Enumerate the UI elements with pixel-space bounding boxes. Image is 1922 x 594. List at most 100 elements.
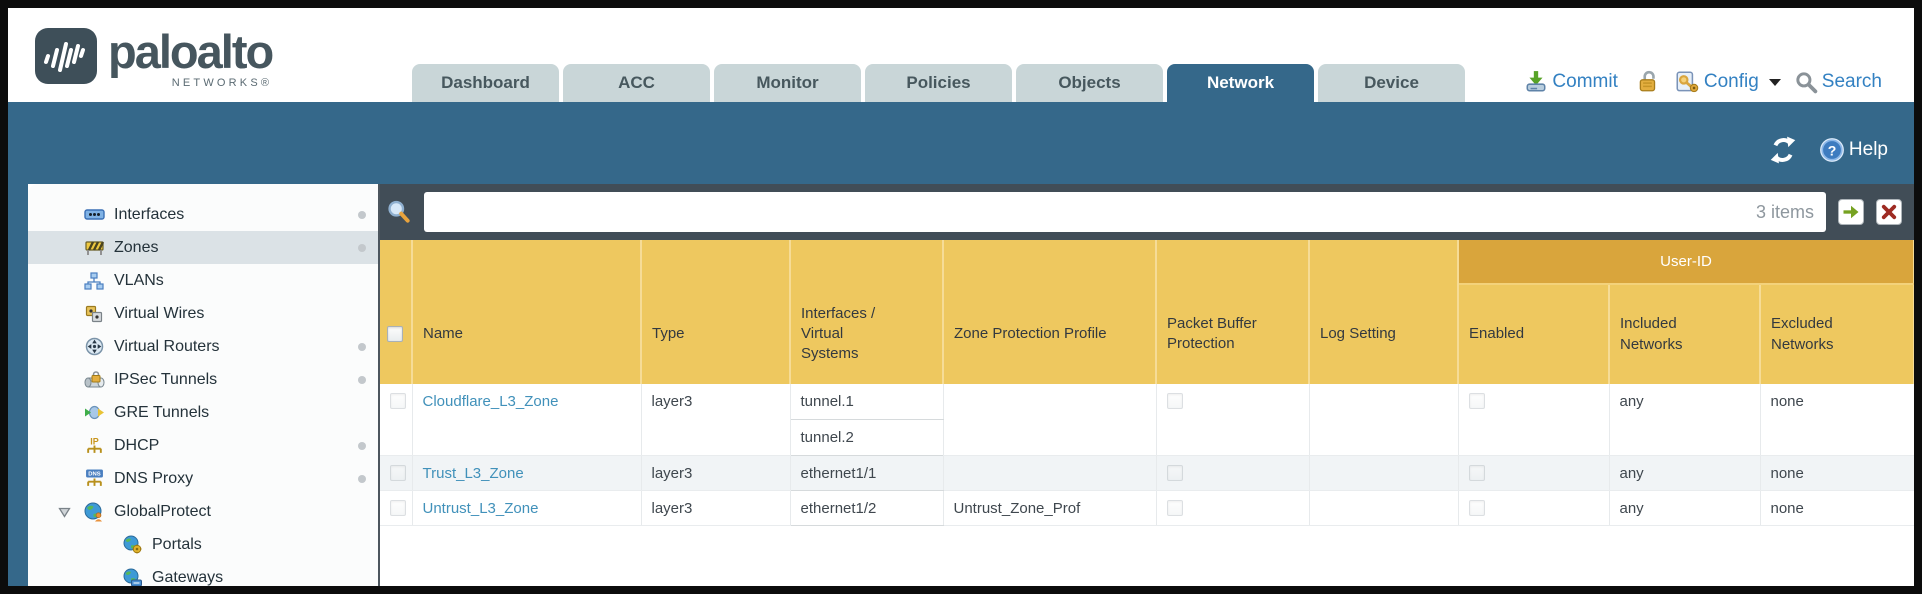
sidebar-item-label: DNS Proxy (114, 469, 194, 487)
sidebar-item-label: Virtual Routers (114, 337, 220, 355)
tab-policies[interactable]: Policies (865, 64, 1012, 102)
config-menu-button[interactable]: Config (1674, 70, 1781, 94)
zone-protection-profile-cell (943, 384, 1157, 456)
dns-proxy-icon: DNS (82, 469, 106, 488)
apply-filter-button[interactable] (1838, 199, 1864, 225)
zone-type-cell: layer3 (641, 455, 791, 491)
packet-buffer-checkbox[interactable] (1166, 499, 1183, 516)
zone-name-link[interactable]: Trust_L3_Zone (422, 464, 524, 482)
sidebar-item-globalprotect[interactable]: GlobalProtect (28, 495, 378, 528)
tab-acc[interactable]: ACC (563, 64, 710, 102)
col-header-interfaces[interactable]: Interfaces / Virtual Systems (790, 284, 944, 384)
search-icon (1796, 71, 1818, 93)
sidebar-item-interfaces[interactable]: Interfaces (28, 198, 378, 231)
log-setting-cell (1309, 490, 1459, 526)
tab-network[interactable]: Network (1167, 64, 1314, 102)
sidebar-item-ipsec-tunnels[interactable]: IPSec Tunnels (28, 363, 378, 396)
col-header-excluded-networks[interactable]: Excluded Networks (1760, 284, 1914, 384)
status-dot (358, 474, 366, 483)
status-dot (358, 375, 366, 384)
brand-subtitle: NETWORKS® (171, 77, 273, 89)
zone-name-link[interactable]: Untrust_L3_Zone (422, 499, 539, 517)
user-id-enabled-checkbox[interactable] (1468, 499, 1485, 516)
svg-text:?: ? (1828, 142, 1837, 158)
col-header-enabled[interactable]: Enabled (1458, 284, 1610, 384)
tab-dashboard[interactable]: Dashboard (412, 64, 559, 102)
network-sidebar: Interfaces Zones VLANs Vir (28, 184, 378, 586)
gre-tunnels-icon (82, 405, 106, 420)
sidebar-item-gre-tunnels[interactable]: GRE Tunnels (28, 396, 378, 429)
expand-triangle-icon[interactable] (58, 505, 71, 523)
refresh-icon[interactable] (1769, 136, 1797, 164)
clear-filter-button[interactable] (1876, 199, 1902, 225)
sidebar-item-gateways[interactable]: Gateways (28, 561, 378, 586)
sidebar-item-portals[interactable]: Portals (28, 528, 378, 561)
tab-device[interactable]: Device (1318, 64, 1465, 102)
sidebar-item-label: DHCP (114, 436, 160, 454)
filter-input[interactable] (436, 202, 1756, 222)
help-icon: ? (1820, 138, 1844, 162)
sidebar-item-label: Virtual Wires (114, 304, 205, 322)
dhcp-icon: IP (82, 436, 106, 455)
included-networks-cell: any (1609, 490, 1761, 526)
sidebar-item-label: GRE Tunnels (114, 403, 210, 421)
zone-interface-cell: tunnel.1 (790, 384, 944, 420)
table-row: Cloudflare_L3_Zone layer3 tunnel.1 any n… (380, 384, 1914, 456)
config-label: Config (1703, 71, 1759, 92)
status-dot (358, 441, 366, 450)
left-accent-strip (8, 184, 28, 586)
tab-monitor[interactable]: Monitor (714, 64, 861, 102)
global-search-button[interactable]: Search (1795, 71, 1886, 94)
zone-name-link[interactable]: Cloudflare_L3_Zone (422, 393, 559, 410)
row-checkbox[interactable] (390, 393, 406, 409)
zone-interface-cell: ethernet1/2 (790, 490, 944, 526)
filter-search-icon (388, 200, 410, 223)
select-all-header (380, 284, 413, 384)
col-header-name[interactable]: Name (412, 284, 642, 384)
help-button[interactable]: ? Help (1819, 137, 1888, 163)
red-x-icon (1881, 204, 1897, 220)
table-row: Untrust_L3_Zone layer3 ethernet1/2 Untru… (380, 490, 1914, 526)
vlans-icon (82, 271, 106, 290)
main-tabs: Dashboard ACC Monitor Policies Objects N… (412, 64, 1465, 102)
item-count-label: 3 items (1755, 201, 1814, 222)
sidebar-item-zones[interactable]: Zones (28, 231, 378, 264)
filter-bar: 3 items (380, 184, 1914, 240)
user-id-enabled-checkbox[interactable] (1468, 464, 1485, 481)
status-dot (358, 342, 366, 351)
excluded-networks-cell: none (1760, 490, 1914, 526)
lock-button[interactable] (1636, 70, 1660, 94)
select-all-checkbox[interactable] (387, 326, 403, 342)
excluded-networks-cell: none (1760, 384, 1914, 456)
sidebar-item-dhcp[interactable]: IP DHCP (28, 429, 378, 462)
tab-objects[interactable]: Objects (1016, 64, 1163, 102)
sidebar-item-label: GlobalProtect (114, 502, 211, 520)
col-header-type[interactable]: Type (641, 284, 791, 384)
included-networks-cell: any (1609, 384, 1761, 456)
packet-buffer-checkbox[interactable] (1166, 393, 1183, 409)
sidebar-item-label: IPSec Tunnels (114, 370, 218, 388)
col-header-packet-buffer-protection[interactable]: Packet Buffer Protection (1156, 284, 1310, 384)
zones-icon (82, 239, 106, 256)
sidebar-item-virtual-wires[interactable]: Virtual Wires (28, 297, 378, 330)
user-id-enabled-checkbox[interactable] (1468, 393, 1485, 409)
filter-input-box: 3 items (424, 192, 1826, 232)
sidebar-item-virtual-routers[interactable]: Virtual Routers (28, 330, 378, 363)
sidebar-item-vlans[interactable]: VLANs (28, 264, 378, 297)
status-dot (358, 210, 366, 219)
row-checkbox[interactable] (390, 464, 406, 481)
excluded-networks-cell: none (1760, 455, 1914, 491)
commit-button[interactable]: Commit (1524, 70, 1621, 94)
row-checkbox[interactable] (390, 499, 406, 516)
packet-buffer-checkbox[interactable] (1166, 464, 1183, 481)
sidebar-item-label: Zones (114, 238, 159, 256)
col-header-included-networks[interactable]: Included Networks (1609, 284, 1761, 384)
log-setting-cell (1309, 384, 1459, 456)
col-header-log-setting[interactable]: Log Setting (1309, 284, 1459, 384)
search-label: Search (1821, 71, 1882, 92)
commit-icon (1526, 71, 1546, 92)
col-header-zone-protection-profile[interactable]: Zone Protection Profile (943, 284, 1157, 384)
sidebar-item-dns-proxy[interactable]: DNS DNS Proxy (28, 462, 378, 495)
green-arrow-icon (1843, 205, 1859, 219)
